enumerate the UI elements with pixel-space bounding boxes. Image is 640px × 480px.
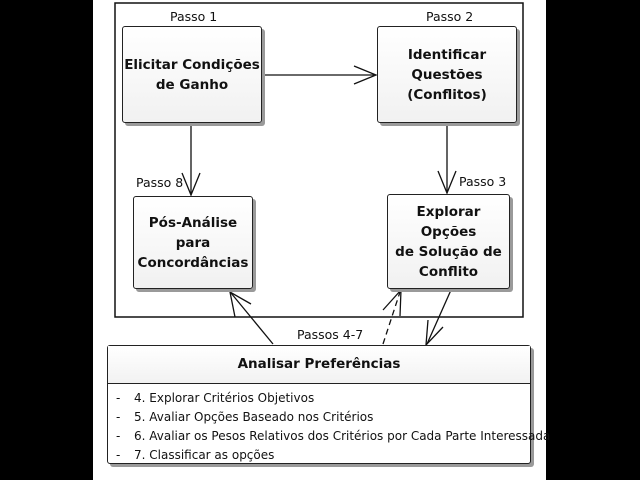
list-item: -6. Avaliar os Pesos Relativos dos Crité… [108, 427, 550, 446]
list-item-text: 5. Avaliar Opções Baseado nos Critérios [134, 410, 374, 424]
box-explorar-label: Explorar Opções de Solução de Conflito [395, 203, 502, 280]
list-item-text: 6. Avaliar os Pesos Relativos dos Critér… [134, 429, 551, 443]
arrowhead [181, 172, 201, 197]
step-label-passo3: Passo 3 [459, 174, 507, 189]
bullet-dash: - [116, 448, 121, 462]
box-explorar: Explorar Opções de Solução de Conflito [387, 194, 510, 289]
step-label-passo2: Passo 2 [426, 9, 474, 24]
preferences-box: Analisar Preferências -4. Explorar Crité… [107, 345, 550, 465]
arrowhead [353, 65, 378, 85]
arrow-preferencias-to-posanalise [230, 292, 274, 345]
list-item-text: 4. Explorar Critérios Objetivos [134, 391, 315, 405]
arrow-explorar-to-preferencias [426, 289, 452, 345]
process-frame [114, 2, 524, 318]
list-item: -4. Explorar Critérios Objetivos [108, 389, 530, 408]
step-label-passo8: Passo 8 [136, 175, 184, 190]
box-identificar-label: Identificar Questões (Conflitos) [407, 46, 487, 103]
list-item: -5. Avaliar Opções Baseado nos Critérios [108, 408, 530, 427]
box-pos-analise: Pós-Análise para Concordâncias [133, 196, 253, 289]
box-elicitar-label: Elicitar Condições de Ganho [124, 56, 260, 93]
bullet-dash: - [116, 410, 121, 424]
arrowhead [382, 288, 402, 317]
list-item-text: 7. Classificar as opções [134, 448, 275, 462]
step-label-passos47: Passos 4-7 [297, 327, 364, 342]
preferences-title: Analisar Preferências [108, 346, 530, 384]
bullet-dash: - [116, 391, 121, 405]
box-elicitar: Elicitar Condições de Ganho [122, 26, 262, 123]
arrowhead [437, 170, 457, 195]
box-identificar: Identificar Questões (Conflitos) [377, 26, 517, 123]
arrowhead [229, 290, 252, 318]
bullet-dash: - [116, 429, 121, 443]
step-label-passo1: Passo 1 [170, 9, 218, 24]
list-item: -7. Classificar as opções [108, 446, 530, 465]
box-pos-analise-label: Pós-Análise para Concordâncias [137, 214, 249, 271]
arrow-preferencias-to-explorar-dashed [382, 291, 401, 345]
preferences-list: -4. Explorar Critérios Objetivos -5. Ava… [108, 389, 550, 465]
